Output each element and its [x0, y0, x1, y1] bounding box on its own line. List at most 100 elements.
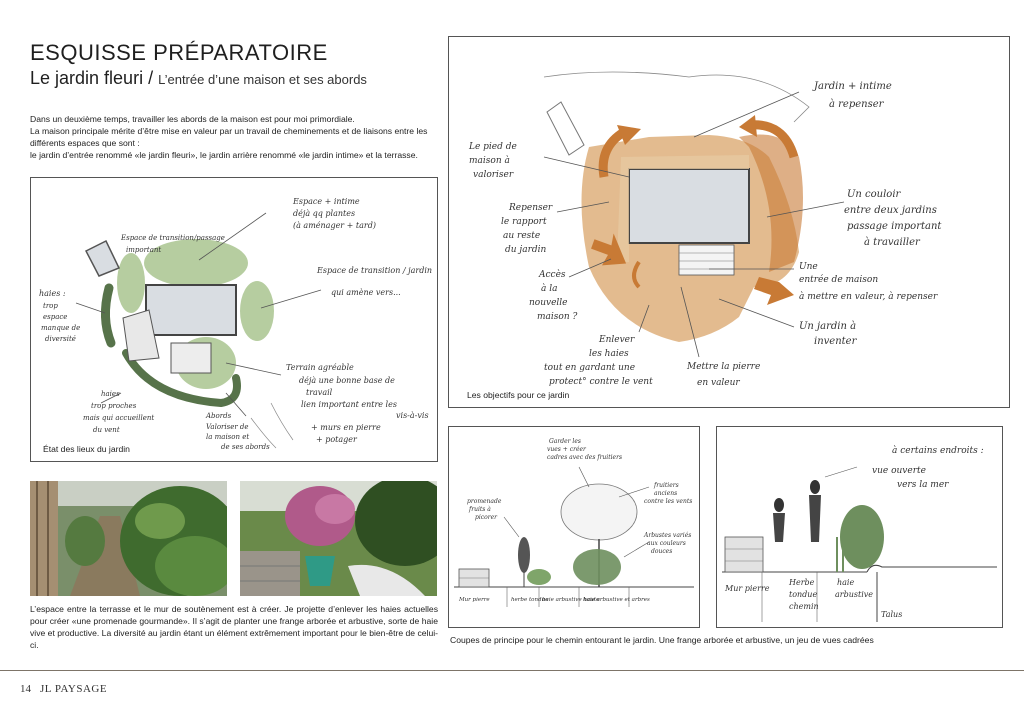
- note: les haies: [589, 349, 629, 359]
- note: entrée de maison: [799, 274, 878, 285]
- note: Mettre la pierre: [686, 362, 760, 372]
- note: à travailler: [864, 237, 921, 248]
- subtitle-main: Le jardin fleuri /: [30, 68, 159, 88]
- footer-rule: [0, 670, 1024, 671]
- note: le rapport: [501, 217, 547, 227]
- note: fruitiers: [653, 482, 679, 489]
- note: anciens: [654, 490, 677, 497]
- note: Jardin + intime: [812, 81, 892, 92]
- note: Talus: [881, 610, 902, 619]
- note: la maison et: [206, 433, 249, 441]
- note: Arbustes variés: [643, 532, 691, 539]
- photo-garden-flowers: [240, 481, 437, 596]
- note: à repenser: [829, 99, 885, 110]
- photo-path-hedge: [30, 481, 227, 596]
- note: Espace + intime: [292, 197, 360, 206]
- sketch-objectifs: Jardin + intime à repenser Le pied de ma…: [448, 36, 1010, 408]
- note: inventer: [814, 336, 858, 347]
- note: vues + créer: [547, 446, 587, 453]
- note: haies :: [39, 289, 66, 298]
- note: haie arbustive haute: [542, 597, 600, 603]
- note: Le pied de: [468, 142, 517, 152]
- intro-line-1: Dans un deuxième temps, travailler les a…: [30, 114, 355, 124]
- sketch-etat-des-lieux: Espace + intime déjà qq plantes (à aména…: [30, 177, 438, 462]
- coupe-sketch-left: Garder les vues + créer cadres avec des …: [448, 426, 700, 628]
- note: à certains endroits :: [892, 445, 984, 456]
- note: Espace de transition/passage: [120, 234, 225, 242]
- note: Herbe: [788, 578, 815, 587]
- bottom-paragraph: L’espace entre la terrasse et le mur de …: [30, 604, 438, 650]
- note: douces: [651, 548, 672, 555]
- coupes-caption: Coupes de principe pour le chemin entour…: [450, 635, 874, 645]
- note: Mur pierre: [458, 597, 490, 603]
- note: espace: [43, 313, 67, 321]
- page-title: ESQUISSE PRÉPARATOIRE: [30, 40, 328, 65]
- intro-line-2: La maison principale mérite d’être mise …: [30, 126, 428, 148]
- note: contre les vents: [644, 498, 692, 505]
- note: Enlever: [598, 335, 635, 345]
- intro-line-3: le jardin d’entrée renommé «le jardin fl…: [30, 150, 418, 160]
- note: tout en gardant une: [544, 363, 635, 373]
- note: déjà une bonne base de: [299, 376, 395, 385]
- note: nouvelle: [529, 298, 568, 308]
- note: chemin: [789, 602, 819, 611]
- note: (à aménager + tard): [293, 221, 376, 230]
- note: protect° contre le vent: [549, 377, 653, 387]
- note: Terrain agréable: [286, 363, 354, 372]
- sketch-left-caption: État des lieux du jardin: [43, 444, 130, 454]
- note: au reste: [503, 231, 540, 241]
- note: passage important: [847, 221, 942, 232]
- note: Valoriser de: [206, 423, 249, 431]
- note: du jardin: [505, 245, 547, 255]
- note: Accès: [538, 269, 566, 280]
- note: travail: [306, 388, 333, 397]
- page-number: 14: [20, 683, 31, 695]
- note: en valeur: [697, 378, 740, 388]
- note: haie: [837, 578, 854, 587]
- note: haie arbustive et arbres: [583, 597, 650, 603]
- note: + murs en pierre: [311, 423, 381, 432]
- note: Un couloir: [847, 189, 902, 200]
- site-plan-sketch: Espace + intime déjà qq plantes (à aména…: [39, 197, 432, 451]
- footer-brand: JL PAYSAGE: [40, 683, 108, 695]
- note: Une: [799, 262, 818, 272]
- note: tondue: [789, 590, 817, 599]
- note: Garder les: [549, 438, 581, 445]
- page-subtitle: Le jardin fleuri / L’entrée d’une maison…: [30, 68, 367, 89]
- note: manque de: [41, 324, 80, 332]
- note: vis-à-vis: [396, 411, 429, 420]
- note: picorer: [475, 514, 498, 521]
- note: promenade: [467, 498, 502, 505]
- note: diversité: [45, 335, 76, 343]
- note: Un jardin à: [799, 321, 856, 332]
- coupe-sketch-right: à certains endroits : vue ouverte vers l…: [716, 426, 1003, 628]
- note: important: [126, 246, 161, 254]
- note: qui amène vers...: [331, 288, 401, 297]
- note: Espace de transition / jardin: [316, 266, 432, 275]
- note: du vent: [93, 426, 120, 434]
- note: Repenser: [508, 203, 553, 213]
- subtitle-small: L’entrée d’une maison et ses abords: [158, 72, 367, 87]
- note: vue ouverte: [872, 466, 926, 476]
- note: mais qui accueillent: [83, 414, 154, 422]
- note: herbe tondue: [511, 597, 549, 603]
- note: cadres avec des fruitiers: [547, 454, 622, 461]
- note: + potager: [316, 435, 358, 444]
- note: valoriser: [473, 170, 514, 180]
- objectives-sketch: Jardin + intime à repenser Le pied de ma…: [468, 71, 942, 388]
- note: arbustive: [835, 590, 873, 599]
- note: à la: [541, 283, 557, 294]
- note: trop proches: [91, 402, 137, 410]
- intro-text: Dans un deuxième temps, travailler les a…: [30, 113, 440, 161]
- note: haies: [101, 390, 120, 398]
- note: de ses abords: [221, 443, 270, 451]
- note: Mur pierre: [724, 584, 770, 593]
- note: vers la mer: [897, 480, 949, 490]
- note: à mettre en valeur, à repenser: [799, 291, 938, 302]
- sketch-right-caption: Les objectifs pour ce jardin: [467, 390, 570, 400]
- note: maison ?: [537, 312, 577, 322]
- note: lien important entre les: [301, 400, 397, 409]
- note: trop: [43, 302, 58, 310]
- note: fruits à: [468, 506, 491, 513]
- note: aux couleurs: [647, 540, 686, 547]
